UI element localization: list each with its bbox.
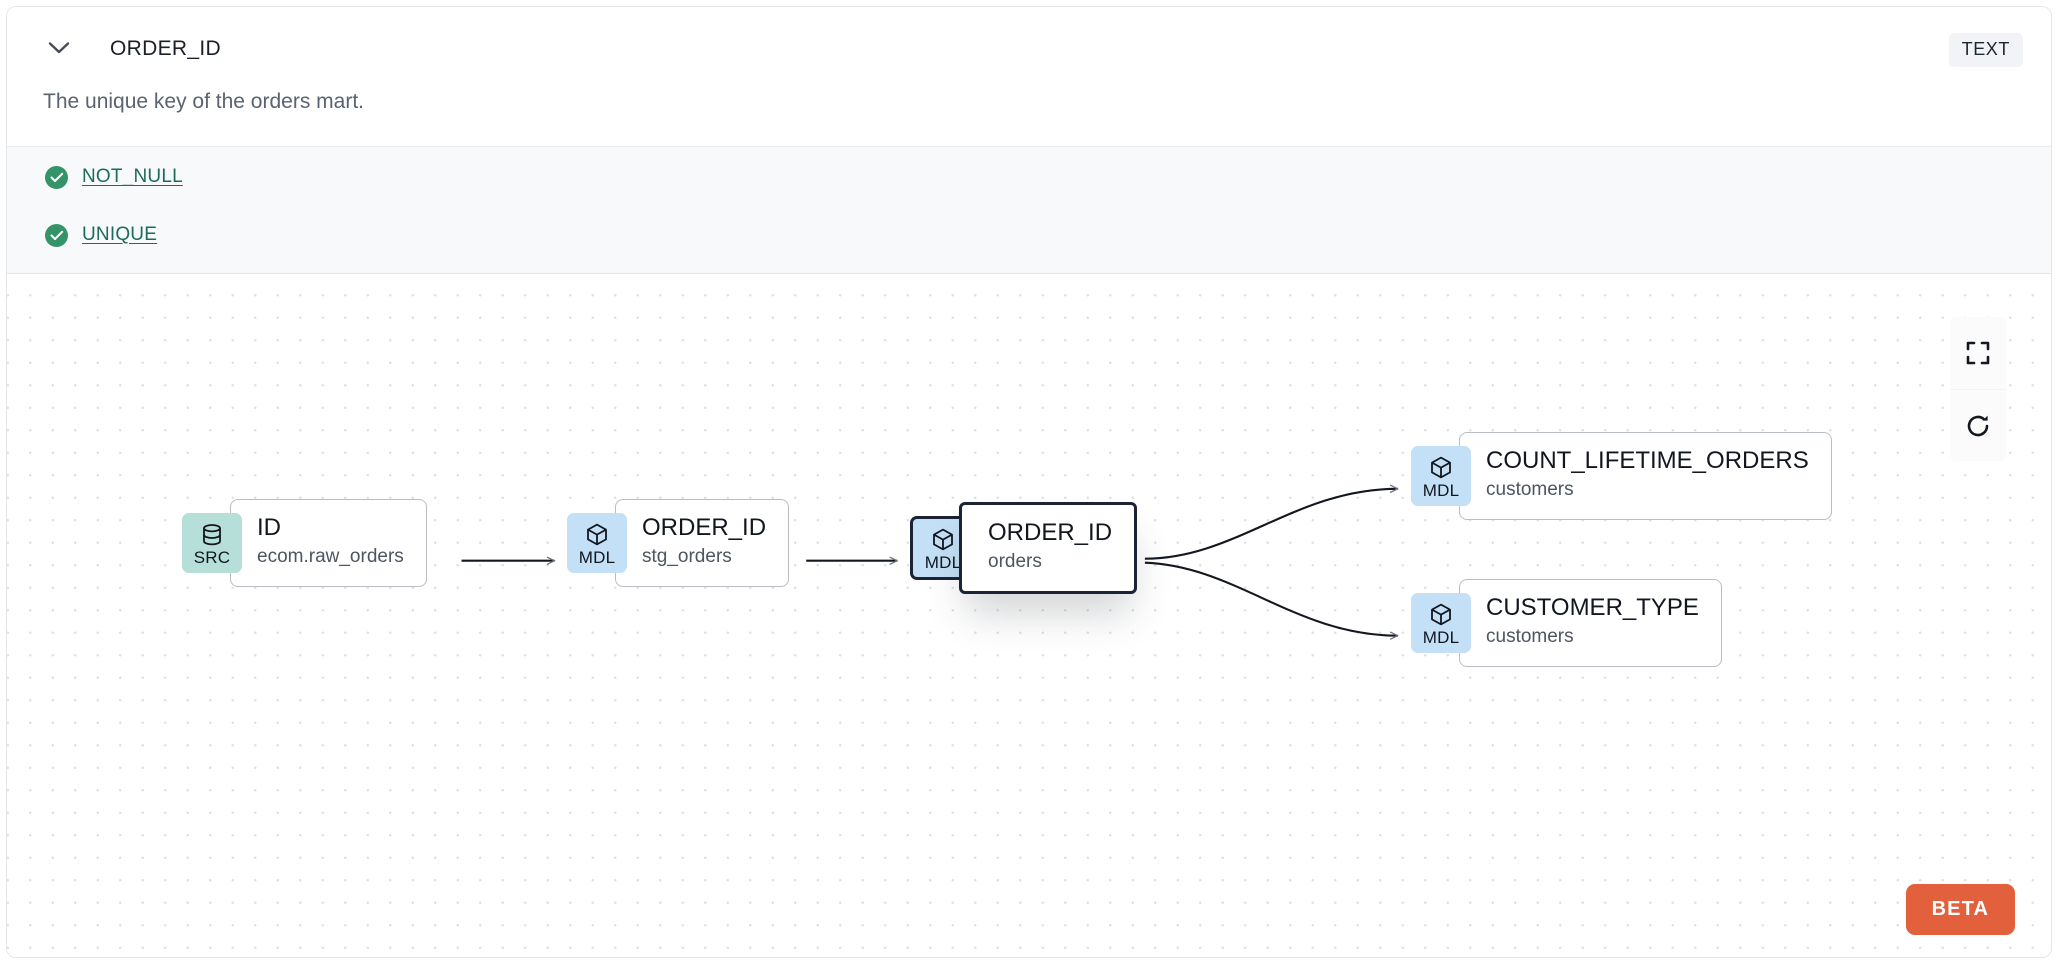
lineage-node-stg-orders[interactable]: MDL ORDER_ID stg_orders bbox=[567, 499, 790, 587]
node-type-badge-mdl: MDL bbox=[567, 513, 627, 573]
node-badge-label: MDL bbox=[578, 548, 616, 567]
node-name: ORDER_ID bbox=[642, 514, 767, 541]
canvas-controls bbox=[1950, 317, 2006, 461]
test-link-unique[interactable]: UNIQUE bbox=[82, 224, 158, 245]
lineage-node-src[interactable]: SRC ID ecom.raw_orders bbox=[182, 499, 427, 587]
test-link-not-null[interactable]: NOT_NULL bbox=[82, 166, 183, 187]
refresh-icon bbox=[1967, 415, 1989, 436]
node-subtitle: orders bbox=[988, 551, 1042, 573]
edge-orders-to-customer-type bbox=[1144, 561, 1398, 636]
node-subtitle: stg_orders bbox=[642, 546, 732, 568]
node-subtitle: customers bbox=[1486, 626, 1574, 648]
beta-badge[interactable]: BETA bbox=[1905, 884, 2015, 935]
column-description: The unique key of the orders mart. bbox=[43, 90, 364, 113]
reset-button[interactable] bbox=[1950, 389, 2006, 461]
node-body: CUSTOMER_TYPE customers bbox=[1459, 579, 1722, 667]
node-type-badge-mdl: MDL bbox=[1411, 593, 1471, 653]
lineage-node-count-lifetime-orders[interactable]: MDL COUNT_LIFETIME_ORDERS customers bbox=[1411, 432, 1832, 520]
check-circle-icon bbox=[45, 165, 68, 189]
maximize-icon bbox=[1966, 341, 1990, 365]
tests-section: NOT_NULL UNIQUE bbox=[7, 146, 2051, 274]
node-name: ID bbox=[257, 514, 281, 541]
node-name: COUNT_LIFETIME_ORDERS bbox=[1486, 447, 1809, 474]
cube-icon bbox=[933, 528, 953, 551]
node-badge-label: MDL bbox=[1422, 481, 1460, 500]
node-body: ORDER_ID stg_orders bbox=[615, 499, 790, 587]
lineage-graph-canvas[interactable]: SRC ID ecom.raw_orders MDL ORDER_ID stg_… bbox=[7, 274, 2051, 957]
cube-icon bbox=[1431, 456, 1451, 479]
lineage-edges bbox=[461, 274, 2051, 957]
test-row: UNIQUE bbox=[45, 222, 157, 248]
cube-icon bbox=[587, 523, 607, 546]
cube-icon bbox=[1431, 603, 1451, 626]
data-type-badge: TEXT bbox=[1948, 33, 2023, 67]
node-name: ORDER_ID bbox=[988, 519, 1113, 546]
node-badge-label: MDL bbox=[924, 553, 962, 572]
node-badge-label: SRC bbox=[193, 548, 231, 567]
node-body: ID ecom.raw_orders bbox=[230, 499, 427, 587]
node-name: CUSTOMER_TYPE bbox=[1486, 594, 1699, 621]
chevron-down-icon[interactable] bbox=[45, 37, 73, 59]
node-type-badge-mdl: MDL bbox=[1411, 446, 1471, 506]
lineage-node-orders-selected[interactable]: MDL ORDER_ID orders bbox=[910, 502, 1138, 594]
node-type-badge-src: SRC bbox=[182, 513, 242, 573]
fit-view-button[interactable] bbox=[1950, 317, 2006, 389]
node-subtitle: ecom.raw_orders bbox=[257, 546, 404, 568]
lineage-node-customer-type[interactable]: MDL CUSTOMER_TYPE customers bbox=[1411, 579, 1722, 667]
node-subtitle: customers bbox=[1486, 479, 1574, 501]
panel-header: ORDER_ID TEXT The unique key of the orde… bbox=[7, 7, 2051, 113]
page-title: ORDER_ID bbox=[110, 37, 221, 60]
node-body: ORDER_ID orders bbox=[959, 502, 1138, 594]
column-detail-panel: ORDER_ID TEXT The unique key of the orde… bbox=[6, 6, 2052, 958]
node-badge-label: MDL bbox=[1422, 628, 1460, 647]
test-row: NOT_NULL bbox=[45, 164, 183, 190]
edge-orders-to-count bbox=[1144, 489, 1398, 560]
node-body: COUNT_LIFETIME_ORDERS customers bbox=[1459, 432, 1832, 520]
database-icon bbox=[203, 524, 221, 546]
check-circle-icon bbox=[45, 223, 68, 247]
